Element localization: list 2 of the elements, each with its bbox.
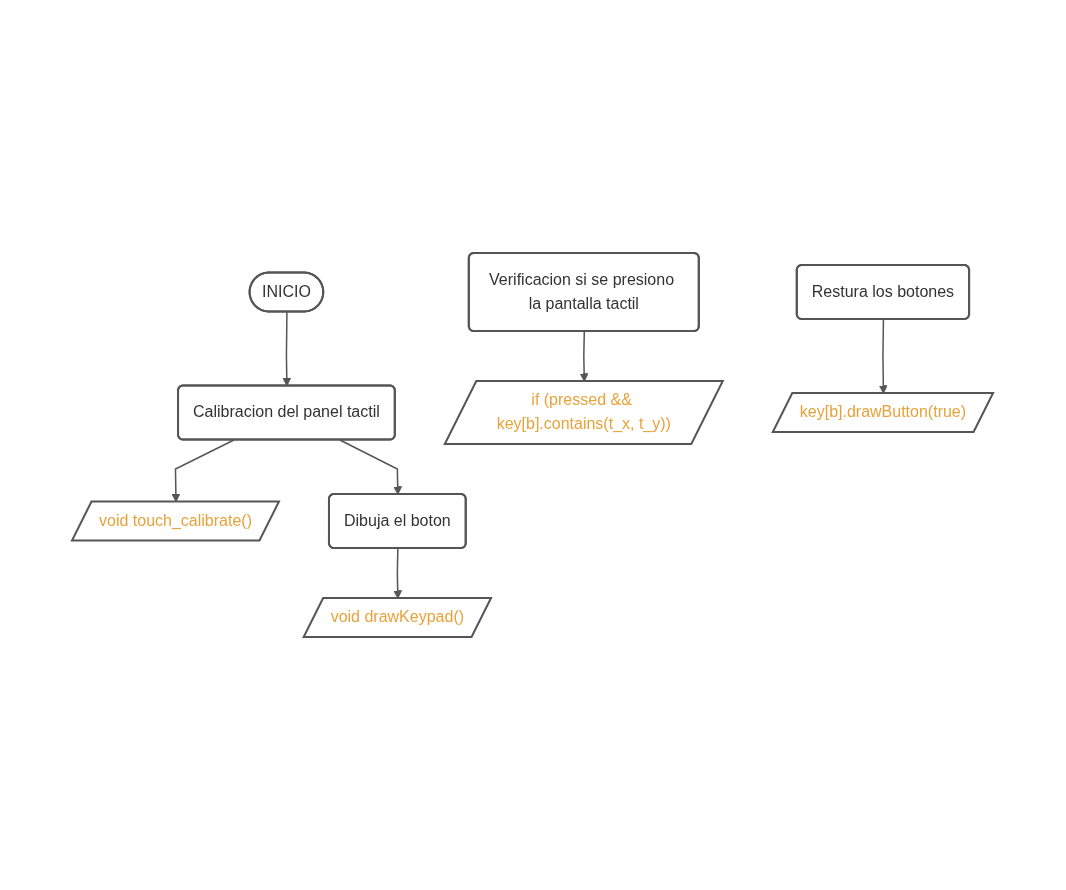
arrow — [339, 439, 403, 495]
arrow — [282, 311, 292, 387]
